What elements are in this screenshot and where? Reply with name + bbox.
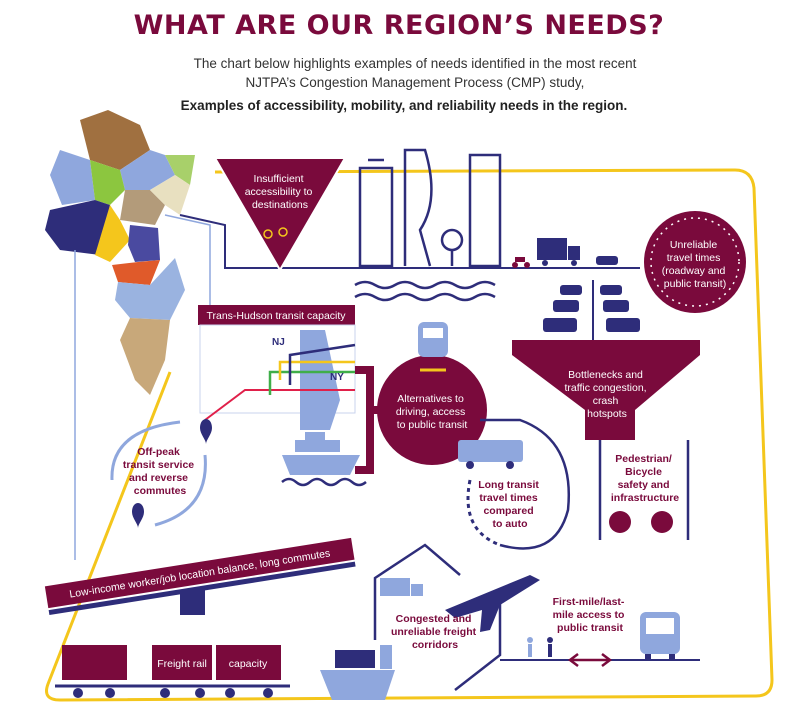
route-line xyxy=(480,418,571,550)
low-income-banner xyxy=(44,537,355,609)
airplane-icon xyxy=(445,575,540,632)
transit-line-red xyxy=(204,389,355,421)
frame-outline xyxy=(45,168,774,702)
trans-hudson-label: Trans-Hudson transit capacity xyxy=(206,310,346,322)
freight-rail-label: Freight rail xyxy=(157,658,207,670)
pedestrian-icon xyxy=(609,511,631,533)
travel-time-clock-icon xyxy=(644,211,746,313)
road-line xyxy=(179,214,640,269)
page-title: WHAT ARE OUR REGION’S NEEDS? xyxy=(134,10,665,41)
freight-container-icon xyxy=(62,645,127,680)
cargo-ship-icon xyxy=(320,645,395,700)
bus-icon xyxy=(458,440,523,469)
delivery-truck-icon xyxy=(380,578,423,596)
seesaw-beam xyxy=(48,561,356,616)
map-pin-icon xyxy=(263,227,288,239)
travel-times-label: Unreliable travel times (roadway and pub… xyxy=(662,239,729,290)
route-line xyxy=(373,543,461,640)
motorcycle-icon xyxy=(512,257,530,268)
dashed-route-arrow xyxy=(466,479,501,547)
city-skyline-icon xyxy=(354,148,502,302)
clock-ticks xyxy=(650,217,740,307)
bottleneck-funnel xyxy=(512,340,700,440)
connector-line xyxy=(164,214,211,305)
transit-line-green xyxy=(268,370,355,395)
route-line xyxy=(454,595,502,691)
bus-front-icon xyxy=(640,612,680,660)
walking-people-icon xyxy=(527,637,553,657)
arrow-icon xyxy=(154,454,207,527)
train-wheels-icon xyxy=(73,688,273,698)
ferry-icon xyxy=(281,432,367,487)
location-pin-icon xyxy=(200,419,212,444)
subtitle-line-2: NJTPA’s Congestion Management Process (C… xyxy=(246,75,585,90)
alternatives-label: Alternatives to driving, access to publi… xyxy=(396,393,468,431)
freight-car xyxy=(216,645,281,680)
traffic-cars-icon xyxy=(543,285,640,332)
long-transit-label: Long transit travel times compared to au… xyxy=(478,479,542,530)
seesaw-fulcrum xyxy=(180,590,205,615)
capacity-label: capacity xyxy=(229,658,268,670)
subtitle-bold: Examples of accessibility, mobility, and… xyxy=(181,98,628,113)
transit-line-navy xyxy=(288,343,356,385)
double-arrow-icon xyxy=(567,653,613,667)
bicycle-icon xyxy=(651,511,673,533)
alternatives-circle xyxy=(377,355,487,465)
car-icon xyxy=(596,256,618,265)
transit-line-yellow xyxy=(278,360,355,380)
off-peak-label: Off-peak transit service and reverse com… xyxy=(123,446,197,497)
bottlenecks-label: Bottlenecks and traffic congestion, cras… xyxy=(564,369,649,420)
first-mile-label: First-mile/last- mile access to public t… xyxy=(553,596,628,634)
accessibility-triangle xyxy=(213,157,347,272)
trans-hudson-banner xyxy=(198,305,355,325)
train-icon xyxy=(418,322,448,372)
truck-icon xyxy=(537,238,580,266)
freight-corridors-label: Congested and unreliable freight corrido… xyxy=(391,613,479,651)
region-map xyxy=(45,110,195,395)
freight-car xyxy=(152,645,212,680)
location-pin-icon xyxy=(132,503,144,528)
ny-label: NY xyxy=(330,372,344,383)
nj-label: NJ xyxy=(272,337,285,348)
subtitle-line-1: The chart below highlights examples of n… xyxy=(194,56,637,71)
pedestrian-label: Pedestrian/ Bicycle safety and infrastru… xyxy=(611,453,679,504)
hudson-river xyxy=(300,330,340,430)
accessibility-label: Insufficient accessibility to destinatio… xyxy=(245,173,316,211)
arrow-icon xyxy=(110,420,181,481)
